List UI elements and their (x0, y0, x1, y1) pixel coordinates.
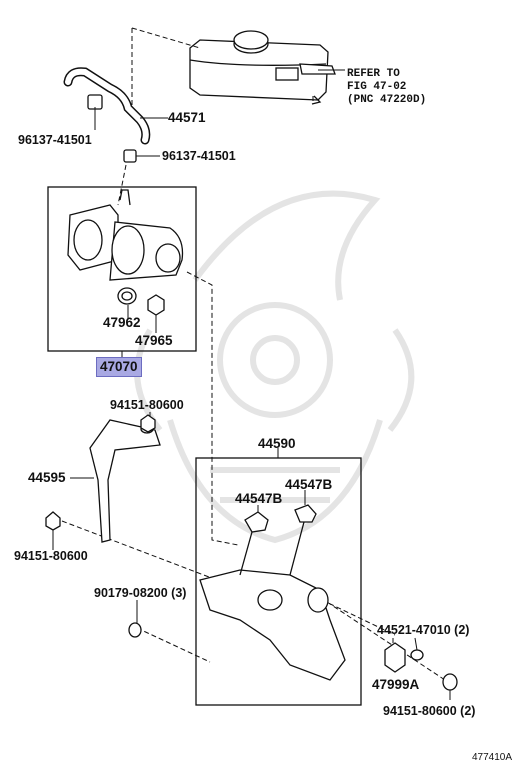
left-bracket[interactable] (45, 414, 161, 543)
leader-lines (52, 69, 451, 700)
reference-line-1: REFER TO (347, 68, 400, 80)
label-bolt-top[interactable]: 94151-80600 (110, 398, 184, 412)
label-hose[interactable]: 44571 (168, 110, 206, 125)
pump-motor[interactable] (67, 189, 184, 316)
label-o-ring[interactable]: 47962 (103, 315, 141, 330)
label-nut-right[interactable]: 47999A (372, 677, 420, 692)
label-pump-assy[interactable]: 47070 (96, 357, 142, 377)
label-clip-left[interactable]: 96137-41501 (18, 133, 92, 147)
label-bracket-left[interactable]: 44595 (28, 470, 66, 485)
label-cushion-b[interactable]: 44547B (285, 477, 333, 492)
diagram-code: 477410A (472, 752, 513, 763)
label-bolt-left[interactable]: 94151-80600 (14, 549, 88, 563)
label-bolt-right2[interactable]: 94151-80600 (2) (383, 704, 476, 718)
label-bracket-box[interactable]: 44590 (258, 436, 296, 451)
dashed-leader-lines (61, 27, 446, 681)
reference-line-2: FIG 47-02 (347, 81, 407, 93)
label-clip-right[interactable]: 96137-41501 (162, 149, 236, 163)
label-nut-pump[interactable]: 47965 (135, 333, 173, 348)
label-bolt-right1[interactable]: 44521-47010 (2) (377, 623, 470, 637)
label-bolt-mid[interactable]: 90179-08200 (3) (94, 586, 187, 600)
reference-note[interactable]: REFER TO FIG 47-02 (PNC 47220D) (347, 68, 426, 107)
main-bracket[interactable] (128, 504, 458, 691)
reference-line-3: (PNC 47220D) (347, 94, 427, 106)
hose-assembly[interactable] (63, 67, 151, 163)
reservoir-tank[interactable] (189, 30, 336, 105)
label-cushion-a[interactable]: 44547B (235, 491, 283, 506)
